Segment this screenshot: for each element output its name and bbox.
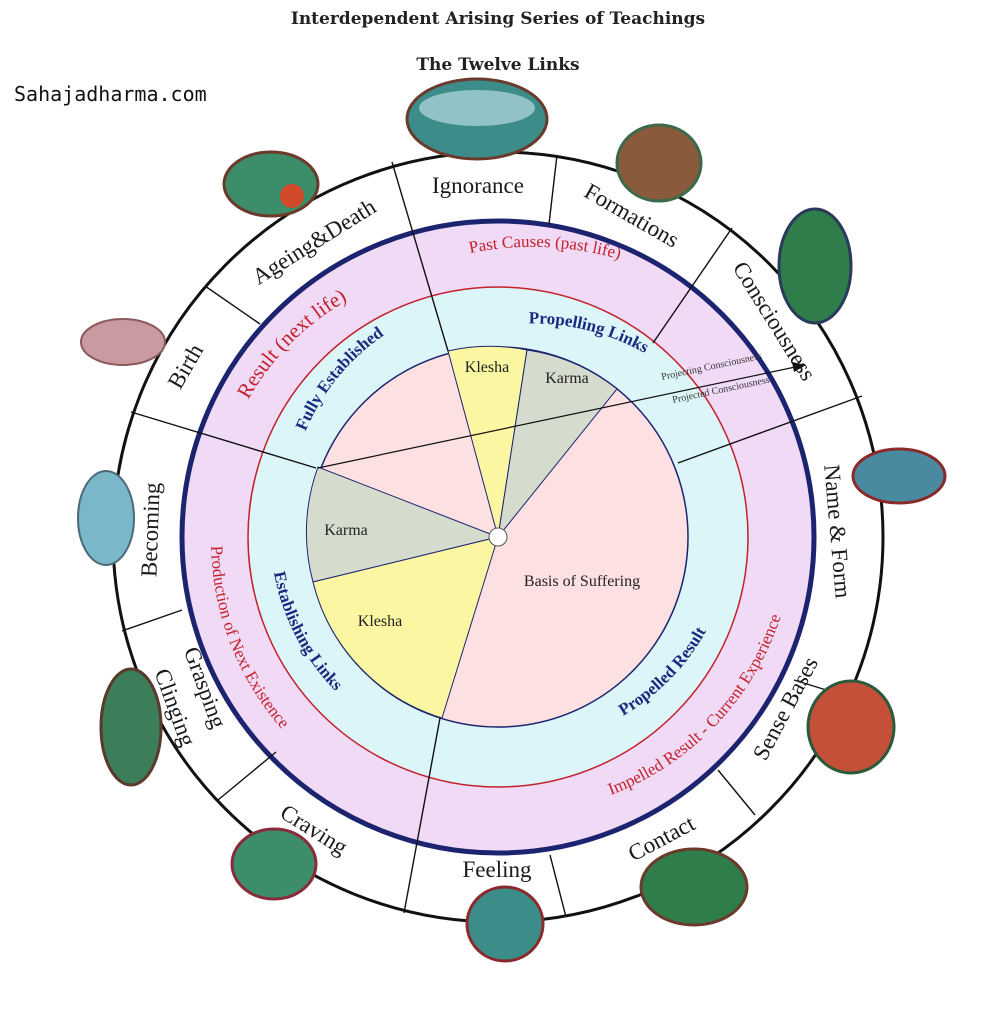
link-feeling: Feeling xyxy=(463,857,532,882)
painting-birth xyxy=(80,318,166,366)
label-klesha-top: Klesha xyxy=(465,359,509,376)
klesha-left-wedge xyxy=(312,536,499,719)
label-basis-of-suffering: Basis of Suffering xyxy=(524,573,640,590)
painting-ageing-death xyxy=(222,150,320,218)
link-ignorance: Ignorance xyxy=(432,173,524,198)
center-hub xyxy=(488,527,508,547)
painting-craving xyxy=(230,827,318,901)
consciousness-arrow-line xyxy=(317,365,801,469)
painting-becoming xyxy=(77,470,135,566)
karma-left-wedge xyxy=(305,466,500,583)
outer-dividers xyxy=(121,154,863,918)
painting-thumbnails xyxy=(77,77,947,963)
label-karma-top: Karma xyxy=(545,370,589,387)
painting-formations xyxy=(615,123,703,203)
diagram-subtitle: The Twelve Links xyxy=(416,55,579,75)
painting-feeling xyxy=(465,885,545,963)
label-klesha-left: Klesha xyxy=(358,613,402,630)
karma-top-wedge xyxy=(497,349,618,539)
painting-grasping xyxy=(99,667,163,787)
painting-consciousness xyxy=(777,207,853,325)
link-becoming: Becoming xyxy=(136,482,164,578)
label-karma-left: Karma xyxy=(324,522,368,539)
site-watermark: Sahajadharma.com xyxy=(14,82,207,106)
diagram-title: Interdependent Arising Series of Teachin… xyxy=(291,9,705,29)
painting-name-form xyxy=(851,447,947,505)
painting-sense-bases xyxy=(806,679,896,775)
consciousness-arrowhead xyxy=(792,362,806,372)
painting-contact xyxy=(639,847,749,927)
